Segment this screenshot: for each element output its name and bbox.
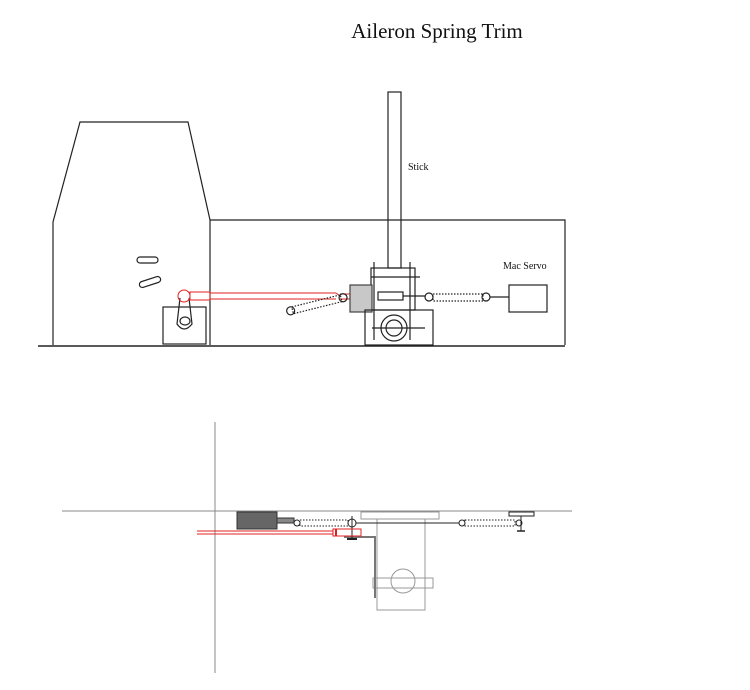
stick-mount	[370, 267, 416, 311]
stick-plan-outline	[360, 511, 440, 611]
servo-plan	[236, 511, 278, 530]
bellcrank-pivot	[179, 316, 191, 326]
aileron-pushrod-plan	[197, 528, 362, 537]
pivot-plate	[349, 284, 373, 313]
seat-slot	[136, 256, 159, 264]
plan-view	[62, 422, 572, 673]
bellcrank-arm	[176, 297, 193, 330]
side-view	[38, 91, 566, 347]
diagram-title: Aileron Spring Trim	[351, 19, 523, 43]
panel-outline	[210, 219, 566, 345]
trim-spring-right	[424, 292, 509, 302]
trim-spring-left	[286, 293, 348, 316]
control-stick	[387, 91, 402, 269]
seat-outline	[52, 121, 211, 345]
servo-label: Mac Servo	[503, 261, 547, 272]
seat-slot-tilted	[138, 275, 162, 289]
bellcrank-box	[162, 306, 207, 345]
mount-bracket	[344, 536, 376, 598]
trim-spring-plan-right	[458, 511, 535, 532]
mac-servo	[508, 284, 548, 313]
torque-box	[364, 309, 434, 346]
stick-label: Stick	[408, 162, 429, 173]
